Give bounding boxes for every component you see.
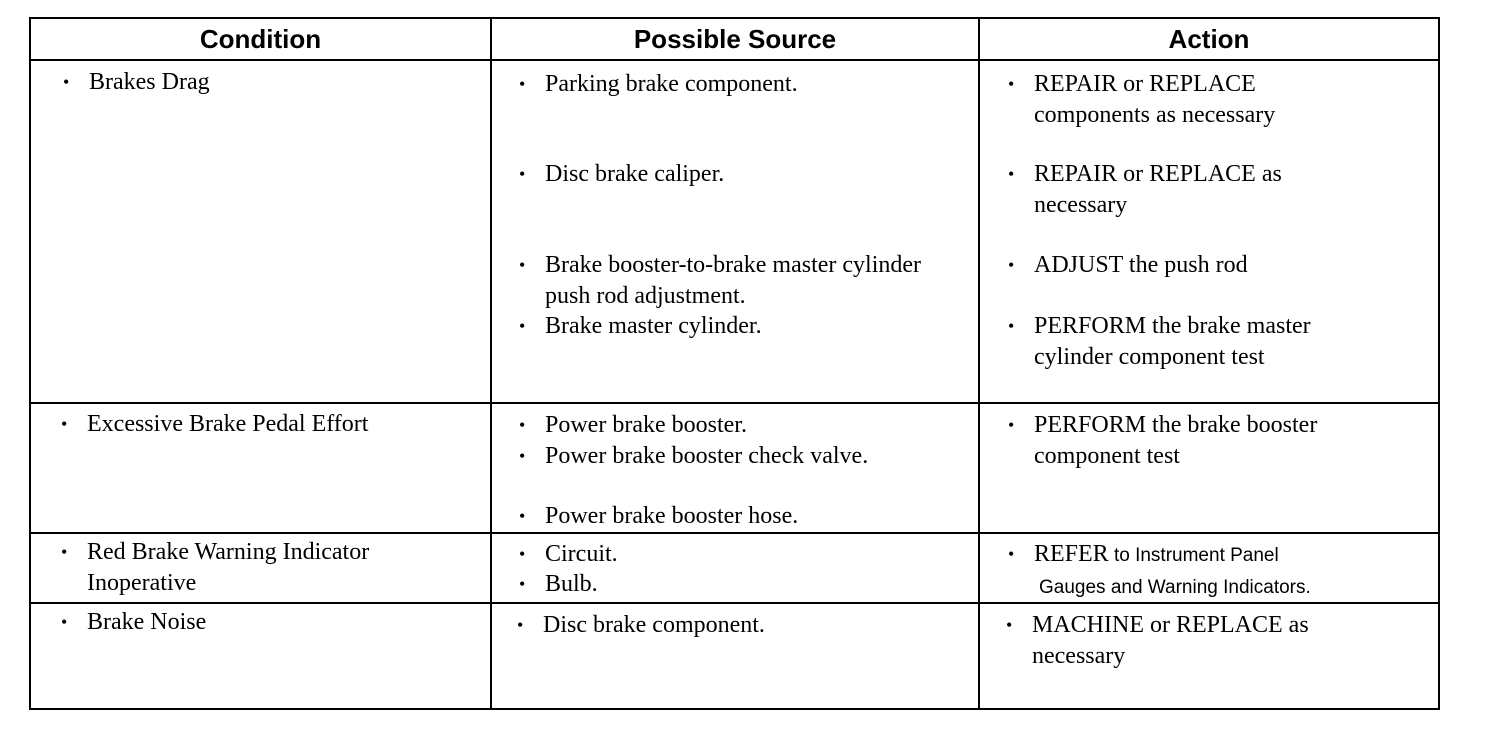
condition-cell: • Brakes Drag xyxy=(63,67,479,98)
table-row-brake-noise: • Brake Noise • Disc brake component. • … xyxy=(31,602,1438,710)
source-item: • Parking brake component. xyxy=(519,69,945,100)
column-divider xyxy=(490,19,492,708)
source-text: Brake master cylinder. xyxy=(545,313,762,339)
condition-text: Brakes Drag xyxy=(89,69,210,95)
column-divider xyxy=(978,19,980,708)
table-row-brakes-drag: • Brakes Drag • Parking brake component.… xyxy=(31,59,1438,404)
bullet-icon: • xyxy=(519,446,526,466)
source-text: Circuit. xyxy=(545,541,618,567)
action-lead: REFER xyxy=(1034,541,1109,567)
action-text: REPAIR or REPLACE as necessary xyxy=(1034,161,1282,218)
bullet-icon: • xyxy=(1008,164,1015,184)
source-text: Power brake booster. xyxy=(545,412,747,438)
diagnosis-table: Condition Possible Source Action • Brake… xyxy=(29,17,1440,710)
bullet-icon: • xyxy=(519,415,526,435)
source-text: Power brake booster hose. xyxy=(545,503,799,529)
header-condition: Condition xyxy=(199,24,322,54)
condition-text: Red Brake Warning Indicator Inoperative xyxy=(87,539,370,596)
bullet-icon: • xyxy=(1008,255,1015,275)
source-text: Disc brake component. xyxy=(543,612,765,638)
bullet-icon: • xyxy=(61,612,68,632)
condition-cell: • Excessive Brake Pedal Effort xyxy=(61,409,482,440)
table-row-red-brake-warning: • Red Brake Warning Indicator Inoperativ… xyxy=(31,532,1438,604)
source-item: • Bulb. xyxy=(519,569,945,600)
action-tail-line2: Gauges and Warning Indicators. xyxy=(1039,577,1311,598)
header-possible-source: Possible Source xyxy=(633,24,837,54)
action-item: • REPAIR or REPLACE components as necess… xyxy=(1008,69,1369,131)
condition-text: Brake Noise xyxy=(87,609,207,635)
bullet-icon: • xyxy=(1008,415,1015,435)
action-text: PERFORM the brake booster component test xyxy=(1034,412,1318,469)
header-action: Action xyxy=(1168,24,1250,54)
bullet-icon: • xyxy=(519,255,526,275)
bullet-icon: • xyxy=(1006,615,1013,635)
action-item: • REFER to Instrument Panel Gauges and W… xyxy=(1008,539,1429,603)
condition-text: Excessive Brake Pedal Effort xyxy=(87,411,369,437)
action-text: ADJUST the push rod xyxy=(1034,252,1248,278)
bullet-icon: • xyxy=(519,544,526,564)
action-item: • REPAIR or REPLACE as necessary xyxy=(1008,159,1364,221)
bullet-icon: • xyxy=(61,414,68,434)
bullet-icon: • xyxy=(519,74,526,94)
action-tail-line1: to Instrument Panel xyxy=(1108,545,1279,566)
source-text: Disc brake caliper. xyxy=(545,161,725,187)
condition-cell: • Brake Noise xyxy=(61,607,477,638)
source-item: • Brake master cylinder. xyxy=(519,311,945,342)
action-item: • MACHINE or REPLACE as necessary xyxy=(1006,610,1392,672)
action-text: MACHINE or REPLACE as necessary xyxy=(1032,612,1309,669)
source-item: • Power brake booster hose. xyxy=(519,501,945,532)
source-text: Parking brake component. xyxy=(545,71,798,97)
bullet-icon: • xyxy=(1008,544,1015,564)
action-text: PERFORM the brake master cylinder compon… xyxy=(1034,313,1311,370)
source-item: • Disc brake component. xyxy=(517,610,943,641)
source-text: Brake booster-to-brake master cylinder p… xyxy=(545,252,922,309)
action-item: • PERFORM the brake booster component te… xyxy=(1008,410,1409,472)
action-item: • PERFORM the brake master cylinder comp… xyxy=(1008,311,1394,373)
bullet-icon: • xyxy=(1008,316,1015,336)
source-item: • Circuit. xyxy=(519,539,945,570)
bullet-icon: • xyxy=(1008,74,1015,94)
source-item: • Disc brake caliper. xyxy=(519,159,945,190)
bullet-icon: • xyxy=(63,72,70,92)
source-text: Bulb. xyxy=(545,571,598,597)
bullet-icon: • xyxy=(517,615,524,635)
source-item: • Power brake booster check valve. xyxy=(519,441,890,472)
source-text: Power brake booster check valve. xyxy=(545,443,869,469)
bullet-icon: • xyxy=(519,506,526,526)
table-row-excessive-pedal-effort: • Excessive Brake Pedal Effort • Power b… xyxy=(31,402,1438,534)
source-item: • Power brake booster. xyxy=(519,410,945,441)
header-row: Condition Possible Source Action xyxy=(31,19,1438,59)
action-text: REPAIR or REPLACE components as necessar… xyxy=(1034,71,1276,128)
action-item: • ADJUST the push rod xyxy=(1008,250,1414,281)
source-item: • Brake booster-to-brake master cylinder… xyxy=(519,250,930,312)
bullet-icon: • xyxy=(519,574,526,594)
bullet-icon: • xyxy=(519,316,526,336)
bullet-icon: • xyxy=(519,164,526,184)
bullet-icon: • xyxy=(61,542,68,562)
condition-cell: • Red Brake Warning Indicator Inoperativ… xyxy=(61,537,457,599)
